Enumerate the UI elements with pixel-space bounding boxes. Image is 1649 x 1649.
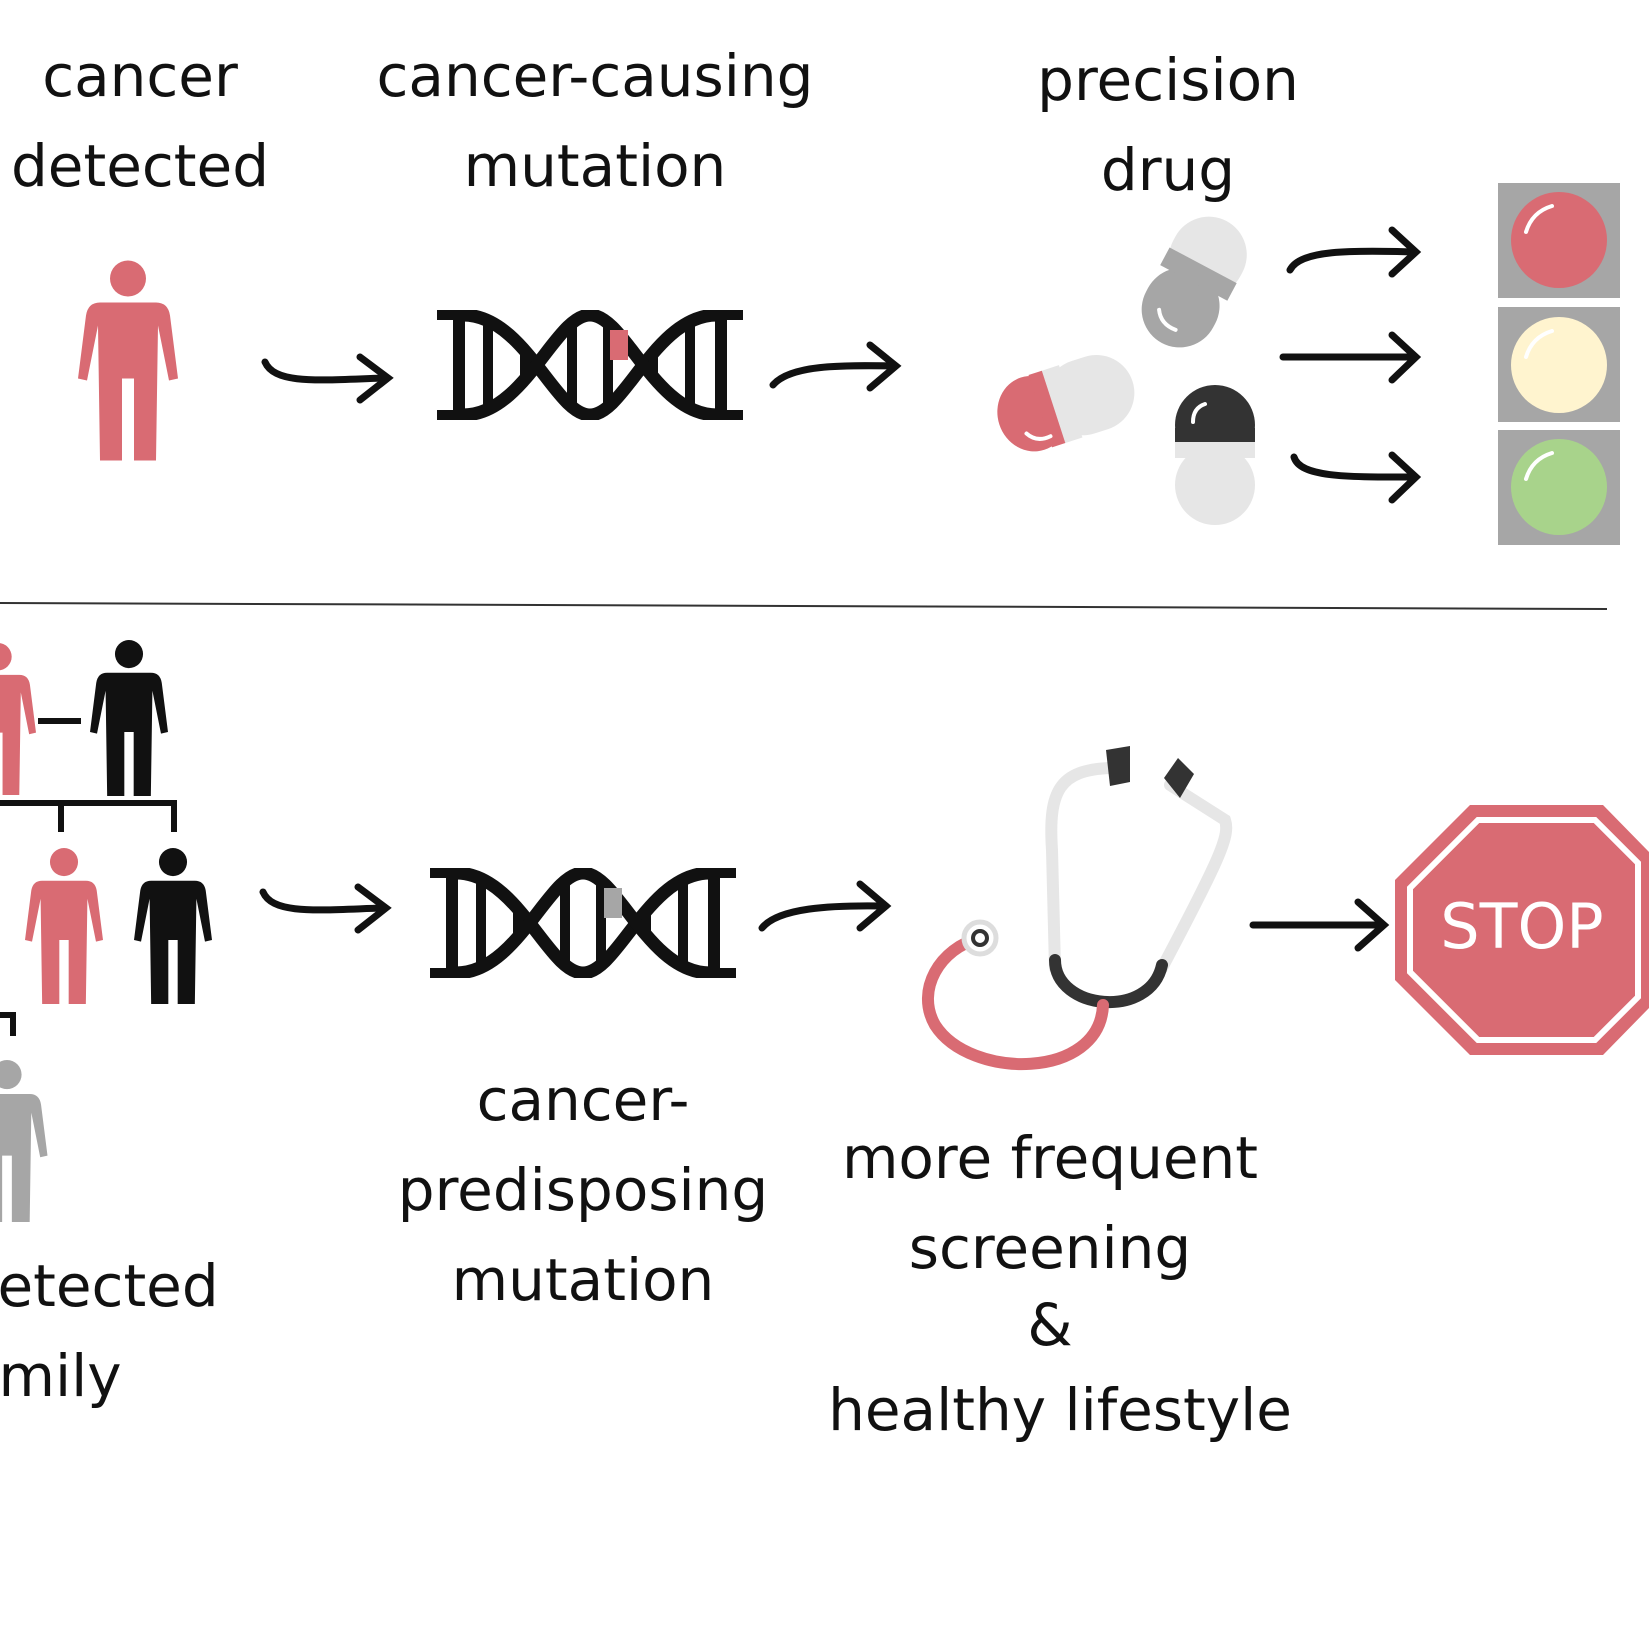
traffic-light-green: [1511, 439, 1607, 535]
label-screening-line1: more frequent: [842, 1124, 1258, 1192]
label-screening-line3: &: [1027, 1291, 1072, 1359]
mutation-marker: [610, 330, 628, 360]
label-family-line1: letected: [0, 1252, 219, 1320]
earpiece-icon: [1106, 746, 1130, 786]
arrow-icon: [1249, 898, 1390, 952]
label-cancer-detected-line2: detected: [11, 132, 269, 200]
grandparent-person-icon: [0, 643, 36, 795]
label-family-line2: mily: [0, 1342, 122, 1410]
capsule-icon: [1175, 385, 1255, 525]
label-precision-drug-line2: drug: [1101, 136, 1235, 204]
arrow-icon: [769, 341, 902, 392]
dna-helix-icon: [430, 868, 736, 978]
mutation-marker: [604, 888, 622, 918]
label-predisposing-line1: cancer-: [477, 1066, 690, 1134]
arrow-icon: [1279, 226, 1422, 504]
section-divider: [0, 602, 1608, 610]
capsule-icon: [1141, 216, 1247, 348]
stethoscope-icon: [921, 762, 1233, 1071]
child-person-icon: [0, 1060, 48, 1222]
traffic-light-icon: [1498, 183, 1620, 545]
arrow-icon: [259, 883, 392, 934]
earpiece-icon: [1164, 758, 1194, 798]
dna-helix-icon: [437, 310, 743, 420]
label-cancer-causing-line1: cancer-causing: [377, 42, 814, 110]
label-cancer-causing-line2: mutation: [464, 132, 727, 200]
label-screening-line4: healthy lifestyle: [828, 1376, 1292, 1444]
arrow-icon: [758, 880, 892, 932]
arrow-icon: [261, 353, 394, 404]
capsule-icon: [997, 354, 1135, 452]
label-cancer-detected-line1: cancer: [42, 42, 238, 110]
grandparent-person-icon: [90, 640, 168, 796]
family-tree: [0, 640, 212, 1222]
label-predisposing-line3: mutation: [452, 1246, 715, 1314]
label-predisposing-line2: predisposing: [398, 1156, 768, 1224]
patient-person-icon: [78, 260, 178, 461]
chestpiece-icon: [961, 919, 999, 957]
stop-sign-icon: STOP: [1395, 805, 1649, 1055]
label-screening-line2: screening: [909, 1214, 1192, 1282]
traffic-light-yellow: [1511, 317, 1607, 413]
parent-person-icon: [25, 848, 103, 1004]
parent-person-icon: [134, 848, 212, 1004]
traffic-light-red: [1511, 192, 1607, 288]
label-precision-drug-line1: precision: [1037, 46, 1299, 114]
stop-sign-text: STOP: [1440, 890, 1603, 963]
